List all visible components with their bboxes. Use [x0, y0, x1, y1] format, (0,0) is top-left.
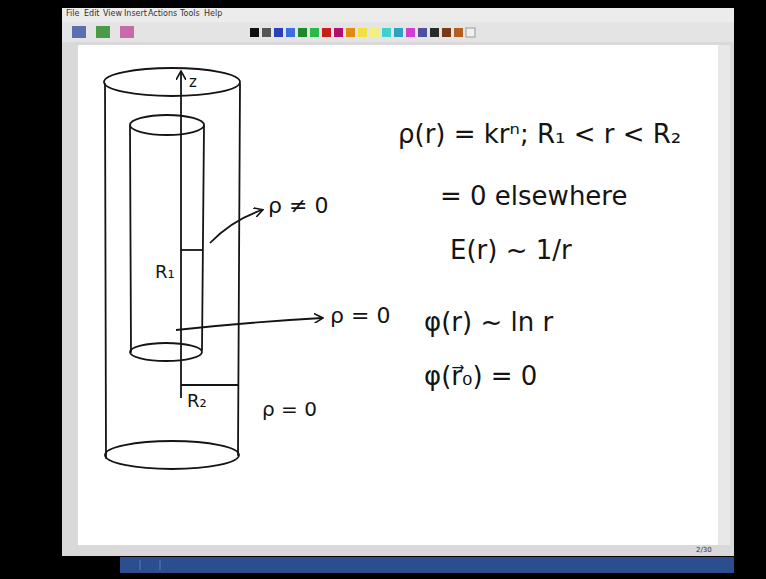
equation: = 0 elsewhere [440, 182, 627, 211]
toolbar-swatches [72, 26, 475, 38]
axis-label: z [189, 74, 197, 91]
equation: ρ(r) = krⁿ; R₁ < r < R₂ [398, 120, 681, 149]
menu-item: File [66, 10, 79, 19]
menu-item: View [103, 10, 122, 19]
menu-bar [62, 8, 734, 22]
density-label: ρ = 0 [262, 398, 317, 420]
status-bar [120, 557, 734, 573]
equation: φ(r⃗₀) = 0 [424, 362, 537, 391]
page [78, 45, 718, 545]
menu-item: Insert [124, 10, 147, 19]
pointer-arrow [176, 318, 322, 330]
radius-label: R₁ [155, 262, 175, 282]
pointer-arrow [210, 210, 262, 243]
radius-label: R₂ [187, 391, 207, 411]
density-label: ρ = 0 [330, 304, 390, 328]
outer-cylinder [104, 68, 240, 469]
r2-line [181, 384, 239, 386]
menu-item: Actions [148, 10, 177, 19]
z-axis [180, 72, 182, 398]
density-label: ρ ≠ 0 [268, 194, 328, 218]
menu-item: Edit [84, 10, 100, 19]
r1-line [181, 249, 203, 251]
menu-item: Tools [180, 10, 200, 19]
toolbar [62, 22, 734, 42]
page-number: 2/30 [696, 547, 712, 555]
inner-cylinder [130, 115, 204, 361]
equation: E(r) ~ 1/r [450, 236, 572, 265]
window-frame [62, 8, 734, 556]
status-ticks [140, 560, 160, 570]
equation: φ(r) ~ ln r [424, 308, 553, 337]
menu-item: Help [204, 10, 222, 19]
scrollbar [718, 45, 730, 545]
